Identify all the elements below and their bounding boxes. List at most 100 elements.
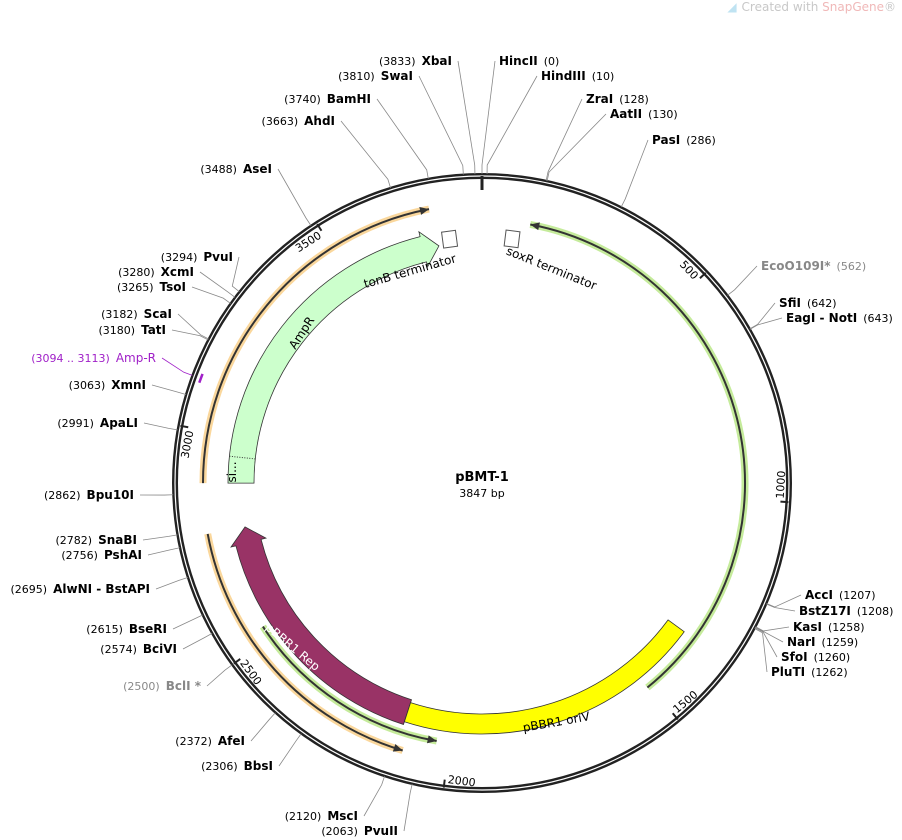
enzyme-position: (2500) [123,680,160,693]
enzyme-leader-line [457,60,476,175]
plasmid-name: pBMT-1 [455,470,509,485]
enzyme-name: ScaI [144,307,172,321]
enzyme-position: (2306) [201,760,238,773]
enzyme-label: BstZ17I(1208) [799,604,893,618]
enzyme-label: EagI - NotI(643) [786,311,893,325]
feature-ampr [227,230,440,484]
enzyme-label: (3294)PvuI [161,250,233,264]
enzyme-leader-line [363,776,385,817]
enzyme-name: BbsI [244,759,273,773]
enzyme-site-pvuii: (2063)PvuII [321,783,413,838]
enzyme-site-swai: (3810)SwaI [338,69,464,175]
enzyme-site-amp-r: (3094 .. 3113)Amp-R [31,351,204,384]
enzyme-layer: (3833)XbaI(3810)SwaI(3740)BamHI(3663)Ahd… [11,54,894,838]
tick-mark [671,712,679,721]
enzyme-position: (2120) [285,810,322,823]
enzyme-name: BclI * [166,679,202,693]
enzyme-site-hincii: HincII(0) [481,54,559,174]
enzyme-leader-line [278,733,302,767]
enzyme-position: (3488) [200,163,237,176]
enzyme-name: SnaBI [98,533,137,547]
enzyme-name: KasI [793,620,822,634]
enzyme-label: AatII(130) [610,107,678,121]
orf-glow [529,221,749,691]
enzyme-name: XbaI [422,54,452,68]
enzyme-name: EagI - NotI [786,311,857,325]
enzyme-leader-line [546,113,607,182]
feature-label: si... [225,461,239,482]
enzyme-site-sfii: SfiI(642) [749,296,837,330]
enzyme-name: MscI [327,809,358,823]
enzyme-label: (3182) ScaI [101,307,172,321]
enzyme-label: AccI (1207) [805,588,876,602]
enzyme-name: BstZ17I [799,604,851,618]
enzyme-site-msci: (2120) MscI [285,776,385,823]
enzyme-site-ecoo109i-: EcoO109I*(562) [727,259,866,296]
enzyme-name: SfiI [779,296,801,310]
enzyme-name: TsoI [160,280,186,294]
enzyme-label: (3063)XmnI [69,378,146,392]
enzyme-label: SfiI(642) [779,296,837,310]
enzyme-leader-line [486,75,538,175]
enzyme-position: (128) [619,93,649,106]
enzyme-label: (2120) MscI [285,809,358,823]
enzyme-position: (3740) [284,93,321,106]
enzyme-site-asei: (3488)AseI [200,162,312,226]
enzyme-leader-line [418,75,464,175]
enzyme-label: (3265)TsoI [117,280,186,294]
enzyme-leader-line [172,614,203,630]
enzyme-label: (2695)AlwNI - BstAPI [11,582,150,596]
enzyme-leader-line [250,712,276,742]
enzyme-site-tati: (3180)TatI [98,323,209,341]
enzyme-position: (1262) [811,666,848,679]
enzyme-position: (3280) [118,266,155,279]
tick-label: 3000 [179,429,197,459]
enzyme-position: (2695) [11,583,48,596]
enzyme-site-xbai: (3833)XbaI [379,54,476,175]
enzyme-position: (130) [648,108,678,121]
tick-mark [442,779,446,788]
enzyme-label: NarI(1259) [787,635,858,649]
enzyme-site-bbsi: (2306) BbsI [201,733,302,773]
soxr-terminator-box [503,229,521,249]
enzyme-leader-line [727,265,758,296]
enzyme-label: PluTI(1262) [771,665,848,679]
tick-mark [316,223,323,232]
snapgene-watermark: ◢Created with SnapGene® [727,0,896,14]
enzyme-leader-line [231,256,240,293]
enzyme-site-apali: (2991)ApaLI [57,416,178,431]
enzyme-label: (3488)AseI [200,162,272,176]
enzyme-position: (1207) [839,589,876,602]
enzyme-position: (10) [592,70,615,83]
enzyme-name: BamHI [327,92,371,106]
enzyme-site-eagi-noti: EagI - NotI(643) [749,311,893,330]
enzyme-leader-line [182,633,213,650]
enzyme-site-hindiii: HindIII (10) [486,69,615,175]
enzyme-name: AccI [805,588,833,602]
enzyme-site-bseri: (2615)BseRI [86,614,203,636]
enzyme-label: (3833)XbaI [379,54,452,68]
enzyme-leader-line [754,628,768,673]
enzyme-label: (2862)Bpu10I [44,488,134,502]
enzyme-position: (1258) [828,621,865,634]
enzyme-label: EcoO109I*(562) [761,259,866,273]
enzyme-leader-line [340,120,391,188]
enzyme-position: (2862) [44,489,81,502]
enzyme-leader-line [755,626,784,643]
enzyme-label: (2991)ApaLI [57,416,138,430]
enzyme-name: BciVI [143,642,177,656]
enzyme-leader-line [376,98,429,179]
enzyme-site-sfoi: SfoI(1260) [754,627,850,664]
enzyme-position: (2574) [100,643,137,656]
enzyme-position: (3182) [101,308,138,321]
enzyme-leader-line [206,664,233,687]
enzyme-name: NarI [787,635,816,649]
enzyme-name: HincII [499,54,538,68]
enzyme-leader-line [155,577,188,590]
tick-mark [233,658,241,665]
enzyme-label: (2306) BbsI [201,759,273,773]
enzyme-name: HindIII [541,69,586,83]
primer-mark [198,373,204,384]
enzyme-leader-line [749,317,783,330]
enzyme-position: (3294) [161,251,198,264]
